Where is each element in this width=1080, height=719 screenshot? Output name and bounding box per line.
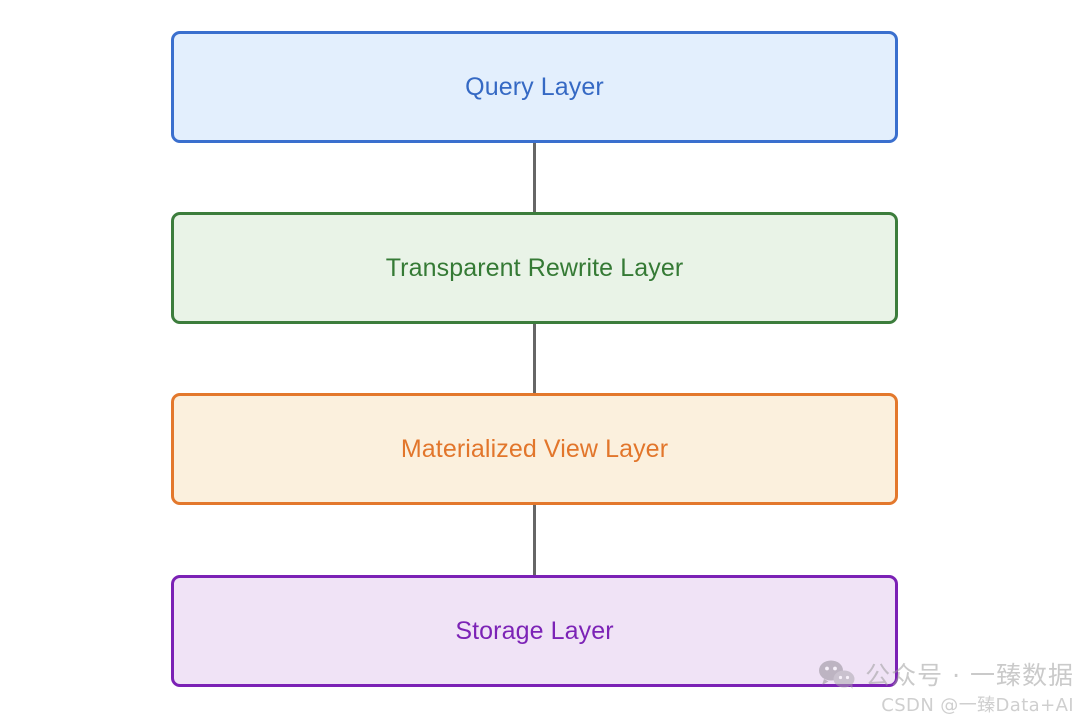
node-storage-layer-label: Storage Layer — [455, 616, 614, 645]
node-query-layer-label: Query Layer — [465, 72, 604, 101]
node-materialized-view-layer-label: Materialized View Layer — [400, 434, 669, 463]
edge-rewrite-to-materialized — [533, 322, 536, 395]
node-query-layer[interactable]: Query Layer — [171, 31, 898, 143]
node-storage-layer[interactable]: Storage Layer — [171, 575, 898, 687]
node-transparent-rewrite-layer[interactable]: Transparent Rewrite Layer — [171, 212, 898, 324]
watermark-attribution: CSDN @一臻Data+AI — [881, 695, 1074, 716]
edge-materialized-to-storage — [533, 503, 536, 577]
node-materialized-view-layer[interactable]: Materialized View Layer — [171, 393, 898, 505]
node-transparent-rewrite-layer-label: Transparent Rewrite Layer — [385, 253, 684, 282]
edge-query-to-rewrite — [533, 142, 536, 215]
